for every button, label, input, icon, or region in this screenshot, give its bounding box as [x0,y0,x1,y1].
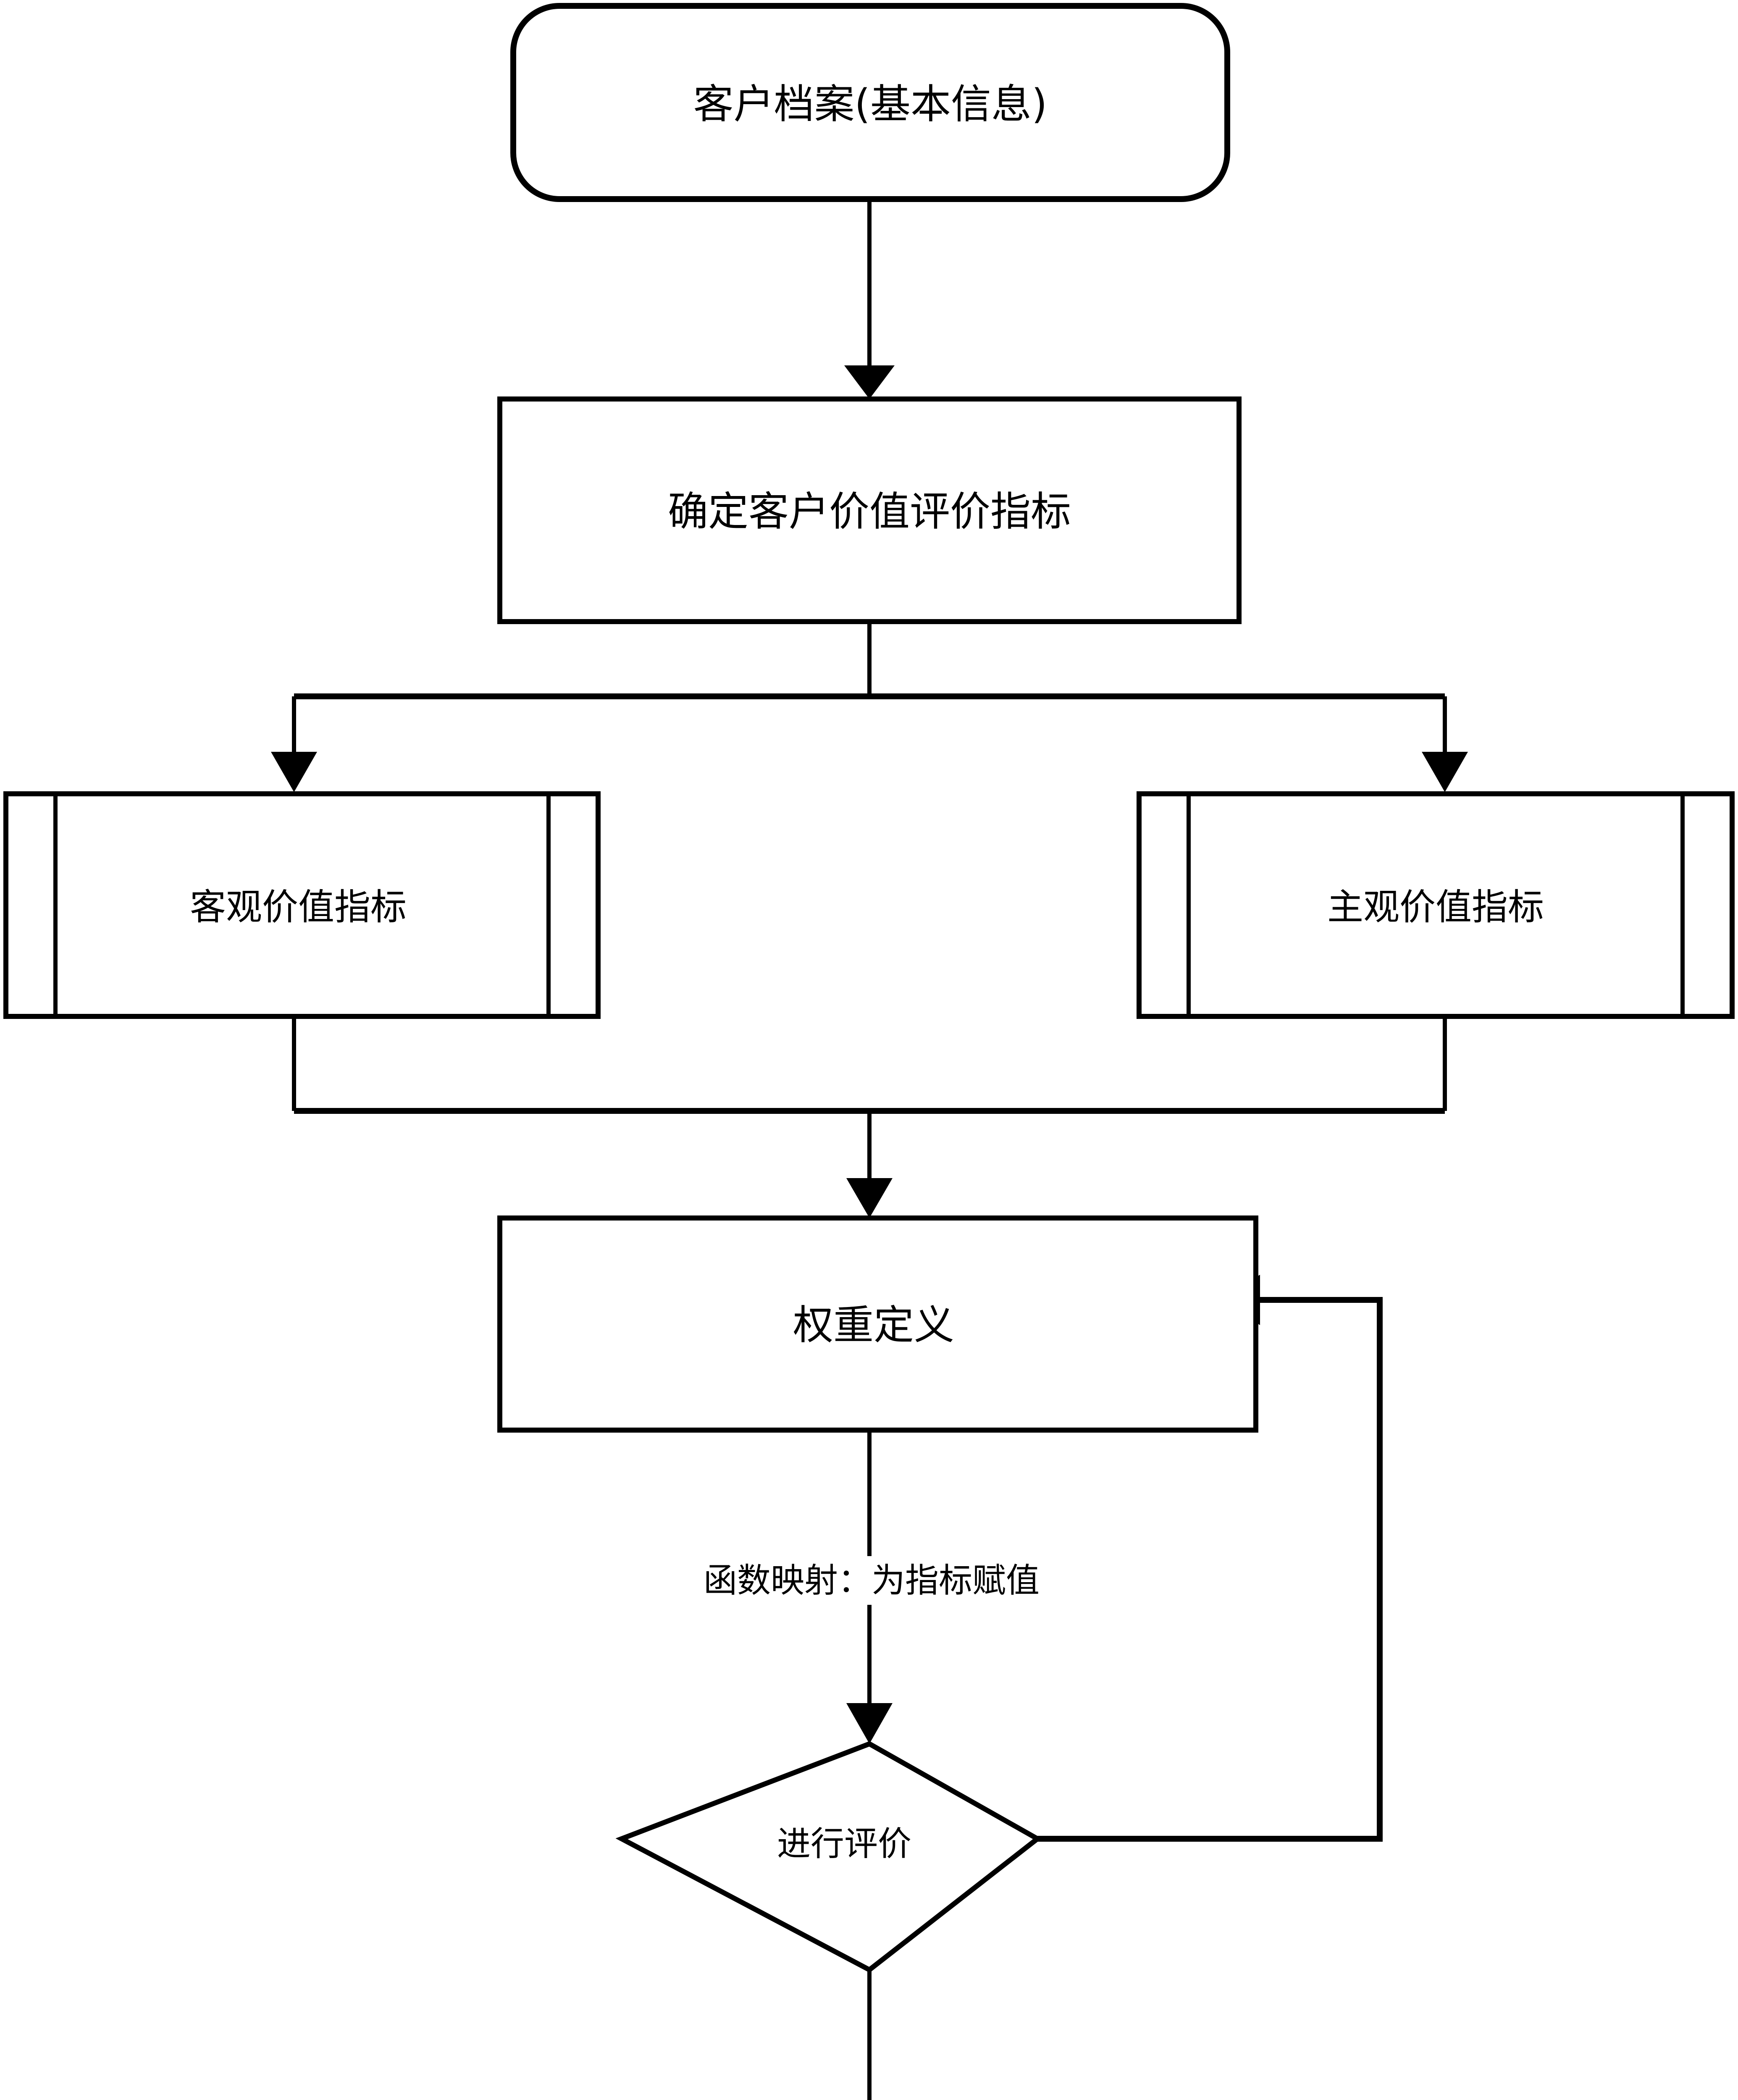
node-weight-definition-label: 权重定义 [793,1302,954,1349]
edge-define-indicators-split [271,622,1468,792]
edge-label-text: 函数映射：为指标赋值 [704,1561,1040,1600]
node-define-indicators[interactable]: 确定客户价值评价指标 [497,396,1242,624]
edge-start-to-define-indicators [844,200,895,399]
edge-evaluate-to-end [867,1970,872,2100]
arrow-head-icon-right [1422,752,1468,792]
node-start-label: 客户档案(基本信息) [693,81,1048,128]
node-define-indicators-label: 确定客户价值评价指标 [668,488,1071,535]
node-shape-predefined-process [3,791,601,1019]
node-evaluate-label: 进行评价 [777,1824,911,1864]
node-objective-value-label: 客观价值指标 [190,886,407,928]
node-shape-rounded-rectangle [510,3,1230,202]
node-start[interactable]: 客户档案(基本信息) [510,3,1230,202]
node-objective-value[interactable]: 客观价值指标 [3,791,601,1019]
arrow-head-icon-left [271,752,317,792]
arrow-head-icon [844,365,895,399]
edge-label-backdrop [517,1556,1226,1605]
node-shape-predefined-process [1137,791,1735,1019]
node-shape-rectangle [497,1215,1258,1433]
edge-label-function-mapping: 函数映射：为指标赋值 [517,1556,1226,1605]
node-weight-definition[interactable]: 权重定义 [497,1215,1258,1433]
node-shape-diamond [615,1741,1042,1973]
node-subjective-value-label: 主观价值指标 [1327,886,1544,928]
node-evaluate[interactable]: 进行评价 [615,1741,1042,1973]
edge-line-feedback [1037,1297,1383,1842]
node-subjective-value[interactable]: 主观价值指标 [1137,791,1735,1019]
edge-merge-to-weight-definition [292,1018,1447,1218]
arrow-head-icon [846,1703,893,1744]
arrow-head-icon [846,1178,893,1218]
node-shape-rectangle [497,396,1242,624]
